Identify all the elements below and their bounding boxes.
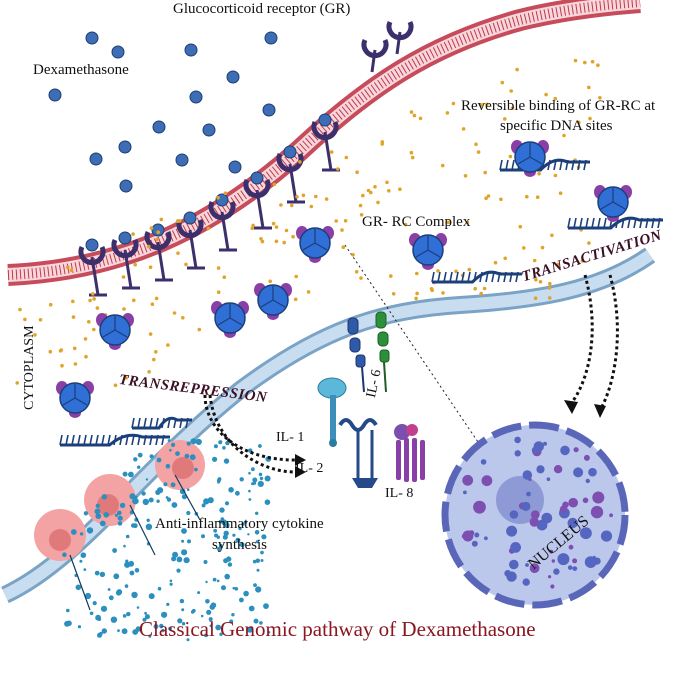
guide-line bbox=[344, 244, 481, 446]
dexamethasone-label: Dexamethasone bbox=[33, 62, 129, 78]
il8-receptor bbox=[394, 424, 425, 482]
nucleus bbox=[441, 421, 629, 609]
reversible-binding-label-2: specific DNA sites bbox=[500, 118, 613, 134]
il1-receptor bbox=[317, 377, 347, 447]
il2-receptor bbox=[338, 418, 378, 488]
gr-receptor-label: Glucocorticoid receptor (GR) bbox=[173, 1, 351, 17]
cytoplasm-label: CYTOPLASM bbox=[22, 325, 37, 410]
diagram-title: Classical Genomic pathway of Dexamethaso… bbox=[139, 617, 536, 641]
il2-label: IL- 2 bbox=[295, 461, 324, 476]
glucocorticoid-receptors bbox=[78, 20, 414, 297]
inflammatory-cells bbox=[34, 440, 205, 561]
cell-membrane bbox=[7, 0, 641, 286]
anti-inflammatory-dots bbox=[62, 438, 272, 642]
il6-receptor bbox=[347, 311, 390, 393]
il8-label: IL- 8 bbox=[385, 486, 414, 501]
dexamethasone-molecules bbox=[48, 31, 278, 193]
reversible-binding-label-1: Reversible binding of GR-RC at bbox=[461, 98, 656, 114]
signal-arrows bbox=[203, 274, 619, 474]
gr-rc-complex-label: GR- RC Complex bbox=[362, 214, 471, 230]
anti-inflammatory-label-2: synthesis bbox=[212, 537, 268, 553]
gr-rc-complexes bbox=[56, 140, 632, 418]
anti-inflammatory-label-1: Anti-inflammatory cytokine bbox=[155, 516, 324, 532]
il1-label: IL- 1 bbox=[276, 430, 305, 445]
